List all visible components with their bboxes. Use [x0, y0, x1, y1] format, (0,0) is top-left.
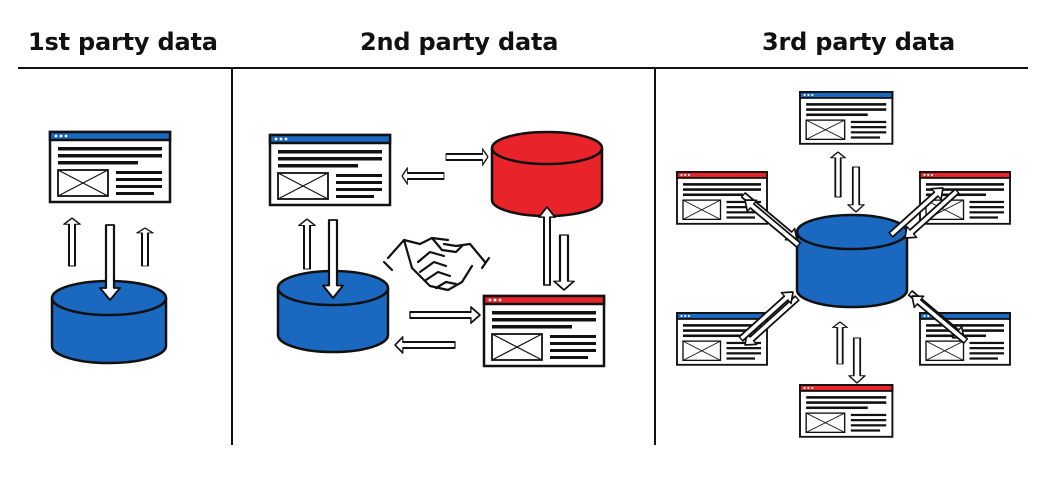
arrow-icon [321, 218, 345, 300]
panel-title-3rd-party: 3rd party data [762, 28, 955, 56]
arrow-icon [829, 151, 847, 198]
database-icon [795, 213, 909, 309]
arrow-icon [538, 206, 556, 286]
database-icon [490, 130, 604, 218]
arrow-icon [552, 233, 576, 292]
browser-window-icon [799, 384, 894, 438]
arrow-icon [298, 218, 316, 270]
browser-window-icon [48, 130, 172, 204]
browser-window-icon [482, 294, 606, 368]
browser-window-icon [799, 91, 894, 145]
arrow-icon [98, 223, 122, 302]
panel-title-2nd-party: 2nd party data [360, 28, 559, 56]
arrow-icon [409, 306, 481, 324]
panel-3rd-party [676, 91, 1011, 438]
browser-window-icon [676, 171, 768, 225]
panel-2nd-party [268, 130, 606, 368]
browser-window-icon [268, 133, 392, 207]
arrow-icon [63, 217, 81, 267]
arrow-icon [394, 336, 456, 354]
handshake-icon [382, 236, 491, 292]
panel-title-1st-party: 1st party data [28, 28, 218, 56]
arrow-icon [847, 166, 865, 213]
arrow-icon [848, 337, 866, 384]
arrow-icon [136, 226, 154, 267]
arrow-icon [831, 321, 849, 365]
arrow-icon [445, 148, 489, 166]
arrow-icon [401, 167, 445, 185]
panel-1st-party [48, 130, 172, 365]
